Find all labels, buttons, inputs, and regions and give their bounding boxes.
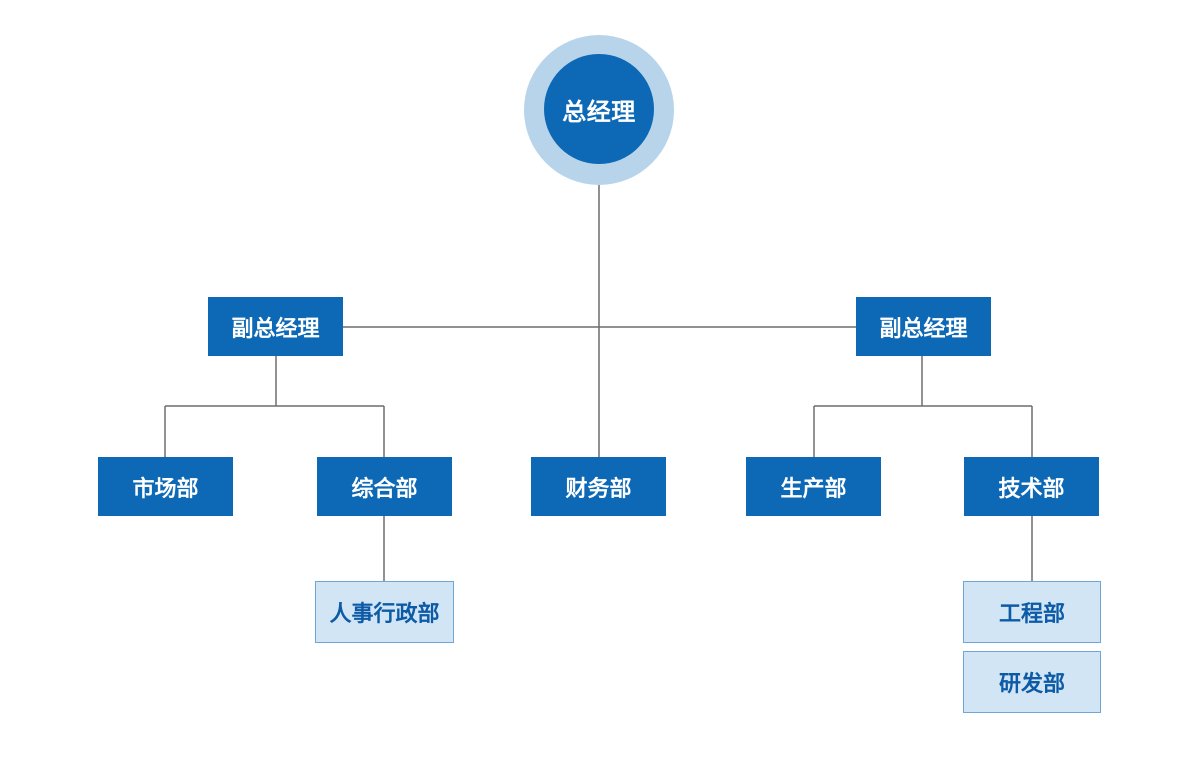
dept-finance: 财务部 bbox=[531, 457, 666, 516]
dept-production: 生产部 bbox=[746, 457, 881, 516]
subdept-hr-admin: 人事行政部 bbox=[315, 581, 454, 643]
subdept-rnd: 研发部 bbox=[963, 651, 1101, 713]
vice-manager-right: 副总经理 bbox=[856, 297, 991, 356]
subdept-engineering: 工程部 bbox=[963, 581, 1101, 643]
dept-market: 市场部 bbox=[98, 457, 233, 516]
root-node-general-manager: 总经理 bbox=[544, 54, 654, 164]
dept-tech: 技术部 bbox=[964, 457, 1099, 516]
dept-general: 综合部 bbox=[317, 457, 452, 516]
vice-manager-left: 副总经理 bbox=[208, 297, 343, 356]
